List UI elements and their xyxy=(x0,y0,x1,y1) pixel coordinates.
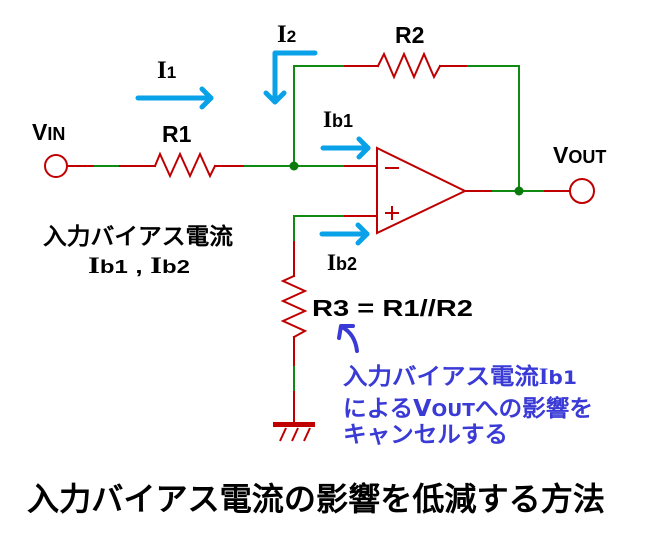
resistor-r1 xyxy=(153,151,217,179)
non-inverting-branch xyxy=(273,215,378,442)
annotation-line-2: によるVOUTへの影響を xyxy=(343,395,593,422)
junction-node xyxy=(289,161,299,171)
ib2-symbol-sub: b2 xyxy=(162,257,190,277)
ib2-label-sub: b2 xyxy=(336,254,357,274)
annotation-line-3: キャンセルする xyxy=(343,422,508,448)
vin-terminal xyxy=(44,154,68,178)
i2-label: I2 xyxy=(277,21,296,48)
r2-label: R2 xyxy=(395,22,424,48)
r1-label: R1 xyxy=(162,121,192,147)
r3-equation-label: R3 = R1//R2 xyxy=(312,295,473,321)
annotation-ib1-main: I xyxy=(539,364,549,389)
vin-label-sub: IN xyxy=(47,124,65,144)
ib1-symbol-main: I xyxy=(88,253,100,278)
vout-label: VOUT xyxy=(553,142,606,168)
ib1-symbol-sub: b1 xyxy=(100,257,128,277)
ib2-symbol-main: I xyxy=(150,253,162,278)
i1-label-main: I xyxy=(157,57,167,84)
opamp xyxy=(376,146,468,235)
current-arrow-ib2 xyxy=(319,222,370,246)
arrow-head-icon xyxy=(355,222,370,246)
annotation-line-2-prefix: による xyxy=(343,396,413,422)
current-arrow-i1 xyxy=(135,86,214,110)
annotation-line-1-text: 入力バイアス電流 xyxy=(343,363,539,390)
junction-node xyxy=(514,186,524,196)
annotation-ib1-sub: b1 xyxy=(548,367,577,389)
arrow-head-icon xyxy=(263,90,287,105)
current-arrow-ib1 xyxy=(320,136,371,160)
vin-label-main: V xyxy=(32,119,48,145)
current-arrow-i2 xyxy=(263,50,318,105)
annotation-vout-sub: OUT xyxy=(431,400,475,421)
symbol-separator: , xyxy=(128,256,150,278)
output-branch xyxy=(464,178,595,204)
i2-label-sub: 2 xyxy=(287,27,296,46)
vin-label: VIN xyxy=(32,119,65,145)
ib1-label: Ib1 xyxy=(323,107,353,132)
annotation-arrow-icon xyxy=(337,324,359,353)
opamp-triangle xyxy=(376,146,468,235)
ib2-label: Ib2 xyxy=(327,250,357,275)
vout-label-sub: OUT xyxy=(568,147,606,167)
annotation-vout-main: V xyxy=(413,396,431,422)
bias-current-heading: 入力バイアス電流 xyxy=(43,223,233,250)
ib1-label-main: I xyxy=(323,107,332,132)
input-branch xyxy=(44,151,378,179)
ib2-label-main: I xyxy=(327,250,336,275)
vout-label-main: V xyxy=(553,142,569,168)
vout-terminal xyxy=(569,178,595,204)
i1-label: I1 xyxy=(157,57,176,84)
resistor-r2 xyxy=(376,51,442,80)
diagram-title: 入力バイアス電流の影響を低減する方法 xyxy=(27,480,605,518)
arrow-head-icon xyxy=(356,136,371,160)
arrow-head-icon xyxy=(199,86,214,110)
i1-label-sub: 1 xyxy=(167,63,176,82)
feedback-branch xyxy=(293,51,520,192)
ground-icon xyxy=(273,422,315,442)
arrow-down-icon xyxy=(272,50,318,105)
ib1-label-sub: b1 xyxy=(332,111,353,131)
annotation-line-2-suffix: への影響を xyxy=(475,395,593,422)
i2-label-main: I xyxy=(277,21,287,48)
resistor-r3 xyxy=(280,274,308,339)
